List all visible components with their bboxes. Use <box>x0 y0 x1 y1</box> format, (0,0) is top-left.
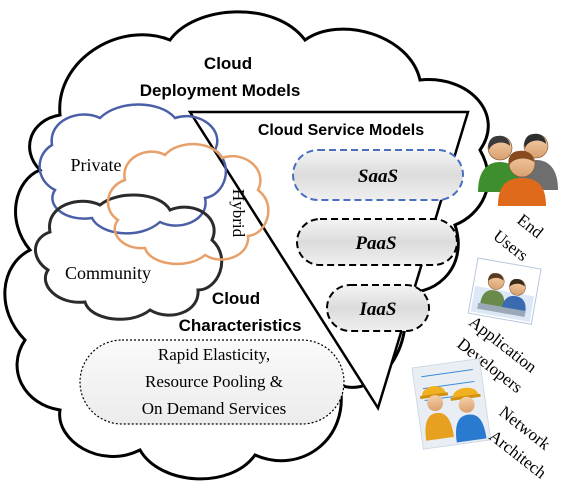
saas-pill: SaaS <box>292 149 464 201</box>
characteristics-line2: Resource Pooling & <box>145 372 283 391</box>
end-users-label-line1: End <box>514 210 548 242</box>
application-developers-icon <box>467 257 542 325</box>
community-cloud-shape <box>34 193 224 321</box>
paas-pill: PaaS <box>296 218 458 266</box>
service-title: Cloud Service Models <box>258 122 424 139</box>
characteristics-line1: Rapid Elasticity, <box>158 345 270 364</box>
iaas-label: IaaS <box>359 299 397 320</box>
private-cloud-shape <box>38 103 227 235</box>
hybrid-label: Hybrid <box>229 189 248 238</box>
deployment-title-line2: Deployment Models <box>140 81 301 100</box>
community-label: Community <box>65 263 151 283</box>
end-users-icon <box>478 133 558 206</box>
deployment-title-line1: Cloud <box>204 54 252 73</box>
private-label: Private <box>71 155 122 175</box>
characteristics-box: Rapid Elasticity, Resource Pooling & On … <box>79 339 345 425</box>
network-architects-icon <box>411 358 492 450</box>
characteristics-title-line2: Characteristics <box>179 316 302 335</box>
iaas-pill: IaaS <box>326 284 430 332</box>
characteristics-line3: On Demand Services <box>142 399 286 418</box>
saas-label: SaaS <box>358 166 398 187</box>
paas-label: PaaS <box>354 233 396 254</box>
characteristics-title-line1: Cloud <box>212 289 260 308</box>
hybrid-cloud-shape <box>106 142 270 266</box>
